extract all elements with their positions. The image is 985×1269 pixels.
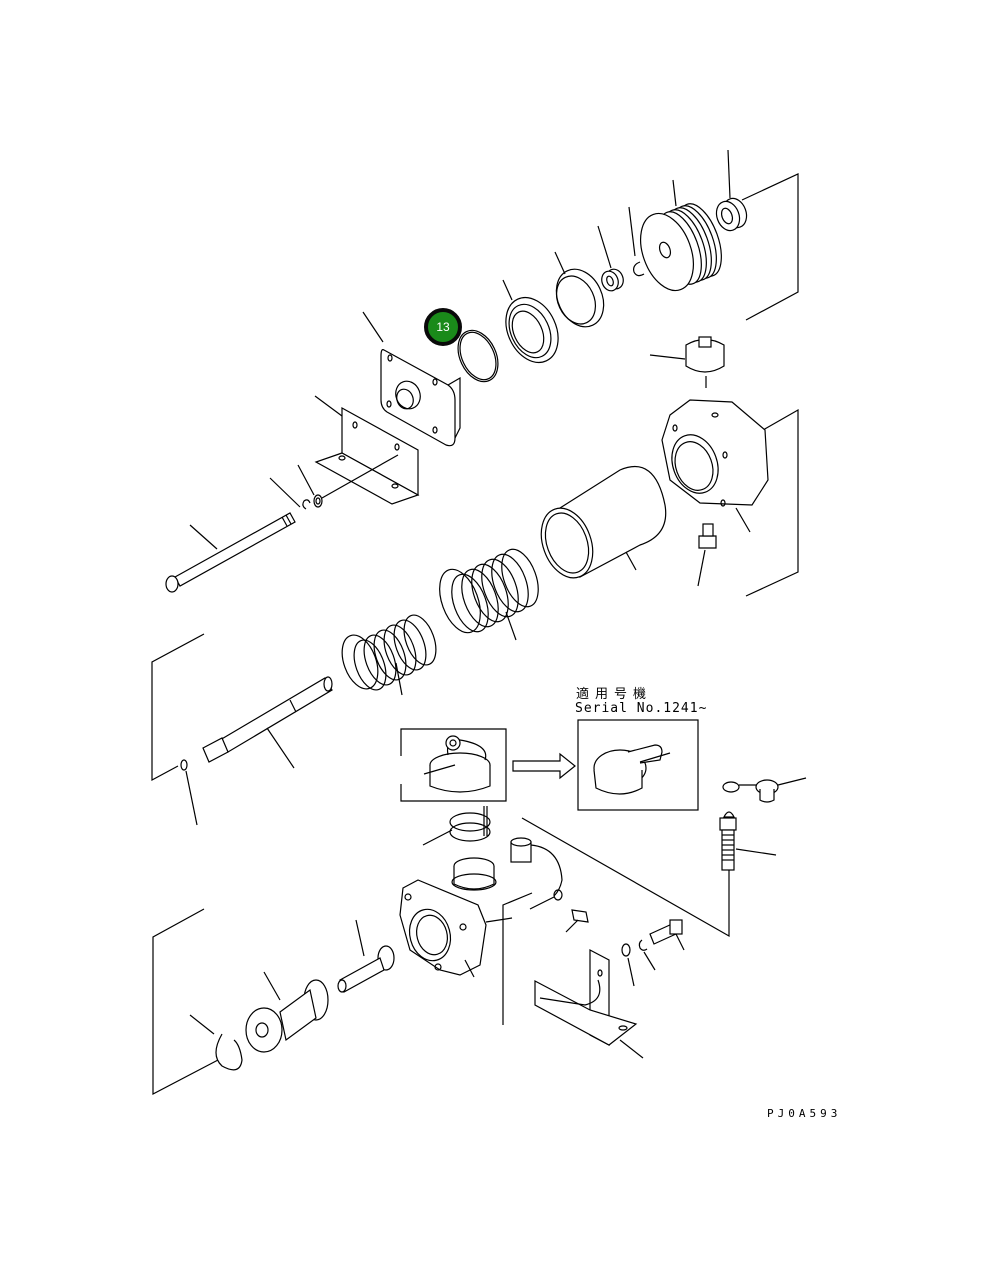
- small-o-ring: [180, 759, 198, 826]
- hex-nut: [597, 225, 624, 292]
- group-bracket-left-middle: [151, 633, 205, 782]
- bushing: [451, 857, 497, 891]
- small-bolt-lower: [565, 909, 589, 933]
- inner-spring: [341, 614, 437, 696]
- damper-cap: [649, 336, 725, 388]
- outer-spring: [439, 548, 539, 641]
- washer-lower-right: [621, 943, 635, 987]
- drawing-code: PJ0A593: [767, 1107, 842, 1120]
- plug: [697, 523, 717, 587]
- o-ring-item-13: [457, 329, 499, 383]
- group-bracket-lower-right: [502, 817, 730, 1025]
- bleeder-cap: [722, 777, 807, 803]
- spring-washer-lower-right: [638, 939, 656, 971]
- seal-wiper: [502, 279, 559, 364]
- washer: [297, 454, 399, 508]
- fitting-nipple: [510, 837, 563, 897]
- group-bracket-top: [741, 173, 799, 321]
- bolt-lower-right: [649, 919, 685, 951]
- small-washer-lower: [529, 889, 563, 910]
- applicable-serial-label-jp: 適用号機: [576, 687, 653, 702]
- mounting-bracket-upper: [314, 395, 420, 505]
- callout-label: 13: [436, 320, 450, 334]
- arrow-right: [512, 752, 576, 780]
- spring-washer: [269, 477, 311, 510]
- seal-ring-lower: [422, 806, 491, 846]
- callout-badge-13[interactable]: 13: [424, 308, 462, 346]
- long-bolt: [165, 512, 296, 593]
- disc-spring-stack: [640, 179, 722, 292]
- snap-ring-small: [628, 206, 645, 277]
- reservoir-old-box: [400, 728, 507, 802]
- cylinder-housing: [661, 399, 769, 533]
- flange-cover: [362, 311, 461, 447]
- group-bracket-bottom-left: [152, 908, 219, 1095]
- master-cylinder-body: [399, 879, 513, 978]
- reservoir-new-box: [577, 719, 699, 811]
- cylinder-tube: [540, 465, 667, 579]
- piston-rod: [202, 676, 333, 769]
- check-valve: [337, 919, 395, 993]
- mounting-bracket-lower: [534, 949, 644, 1059]
- piston: [245, 971, 329, 1053]
- spacer-collar: [715, 149, 748, 232]
- group-bracket-middle: [745, 408, 799, 597]
- bleeder-screw: [719, 811, 777, 871]
- serial-number-note: Serial No.1241~: [575, 701, 708, 716]
- circlip: [189, 1014, 243, 1071]
- ring: [554, 251, 605, 328]
